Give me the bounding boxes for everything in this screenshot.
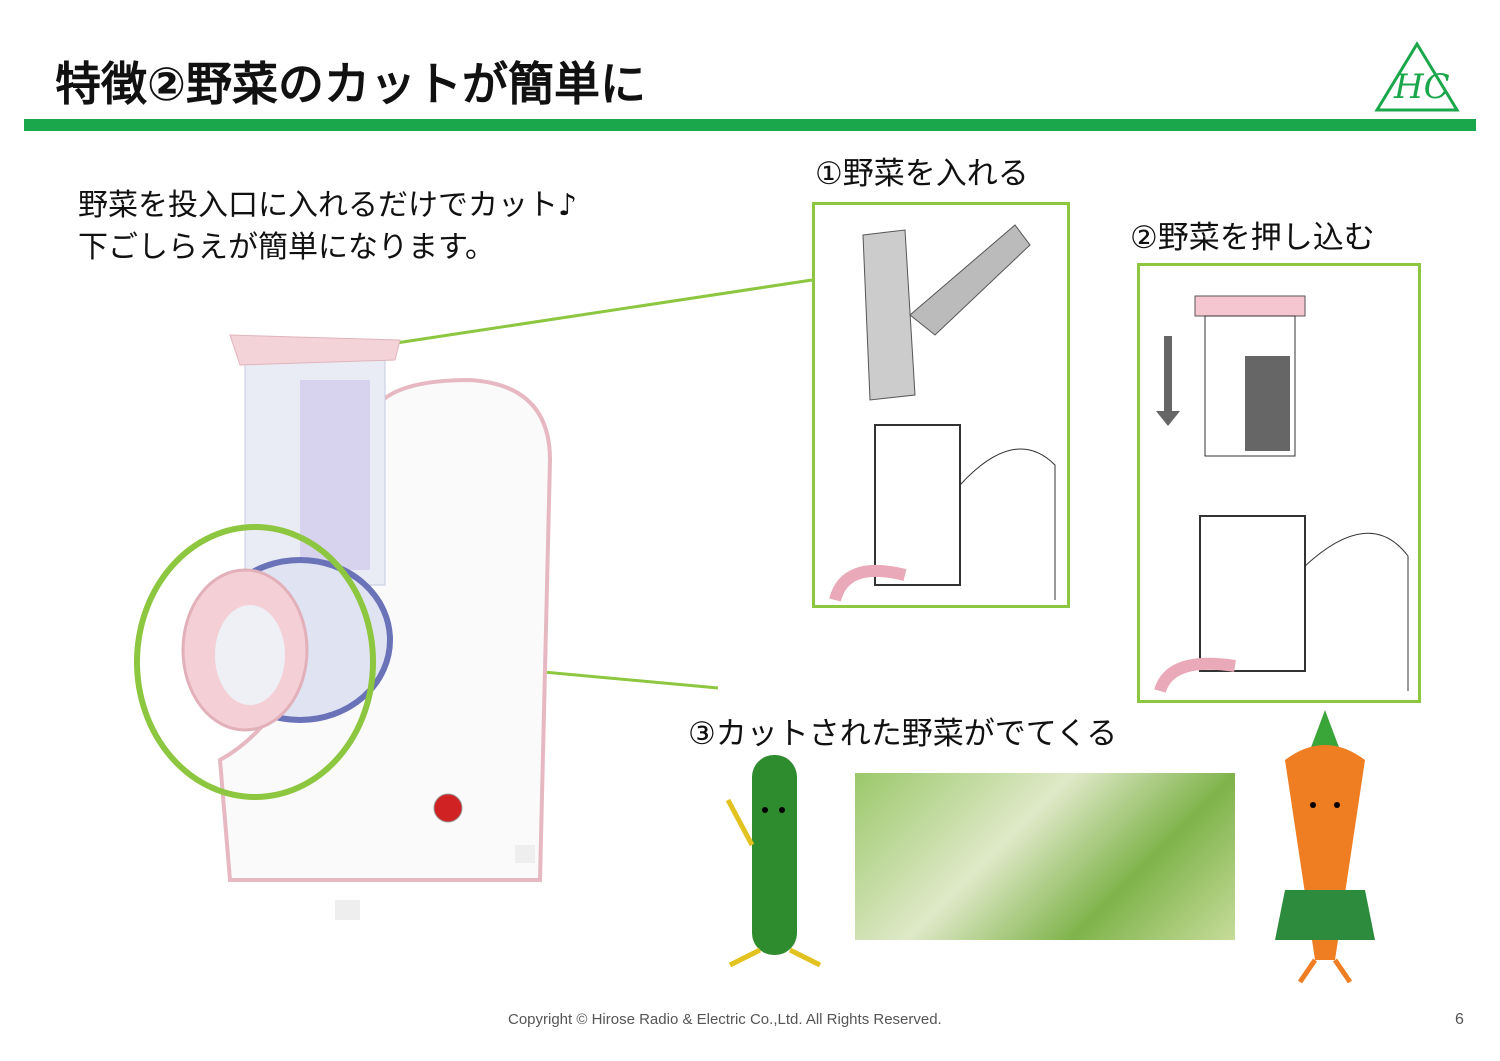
svg-text:HC: HC	[1393, 67, 1450, 107]
page-number: 6	[1455, 1011, 1464, 1028]
cucumber-character-icon	[720, 755, 830, 970]
title-underline	[24, 119, 1476, 131]
step-2-illustration	[1137, 263, 1421, 703]
page-title: 特徴②野菜のカットが簡単に	[55, 57, 646, 111]
description-line-1: 野菜を投入口に入れるだけでカット♪	[78, 188, 578, 223]
step-2-label: ②野菜を押し込む	[1130, 220, 1375, 256]
step-3-label: ③カットされた野菜がでてくる	[688, 716, 1118, 752]
company-logo: HC	[1372, 40, 1462, 119]
description-line-2: 下ごしらえが簡単になります。	[78, 230, 495, 265]
copyright-footer: Copyright © Hirose Radio & Electric Co.,…	[508, 1011, 942, 1028]
step-1-illustration	[812, 202, 1070, 608]
shredded-salad-photo	[855, 773, 1235, 940]
carrot-character-icon	[1255, 710, 1395, 985]
step-1-label: ①野菜を入れる	[815, 156, 1029, 192]
slicer-machine-image	[134, 334, 553, 920]
